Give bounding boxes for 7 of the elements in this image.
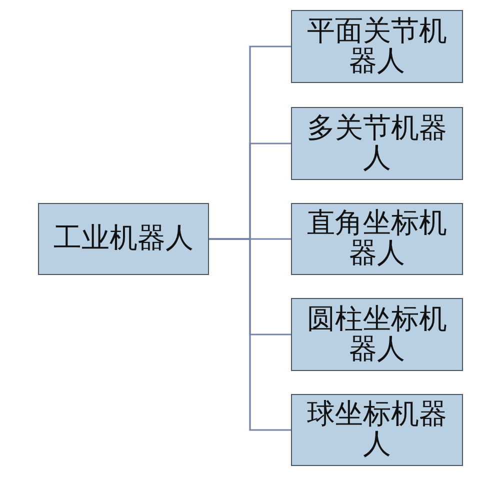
category-box: 多关节机器人 xyxy=(291,107,463,180)
root-box: 工业机器人 xyxy=(38,203,209,275)
category-box: 直角坐标机器人 xyxy=(291,203,463,275)
category-box: 圆柱坐标机器人 xyxy=(291,298,463,371)
connector-line xyxy=(209,238,291,431)
category-box: 平面关节机器人 xyxy=(291,10,463,83)
category-box: 球坐标机器人 xyxy=(291,394,463,466)
